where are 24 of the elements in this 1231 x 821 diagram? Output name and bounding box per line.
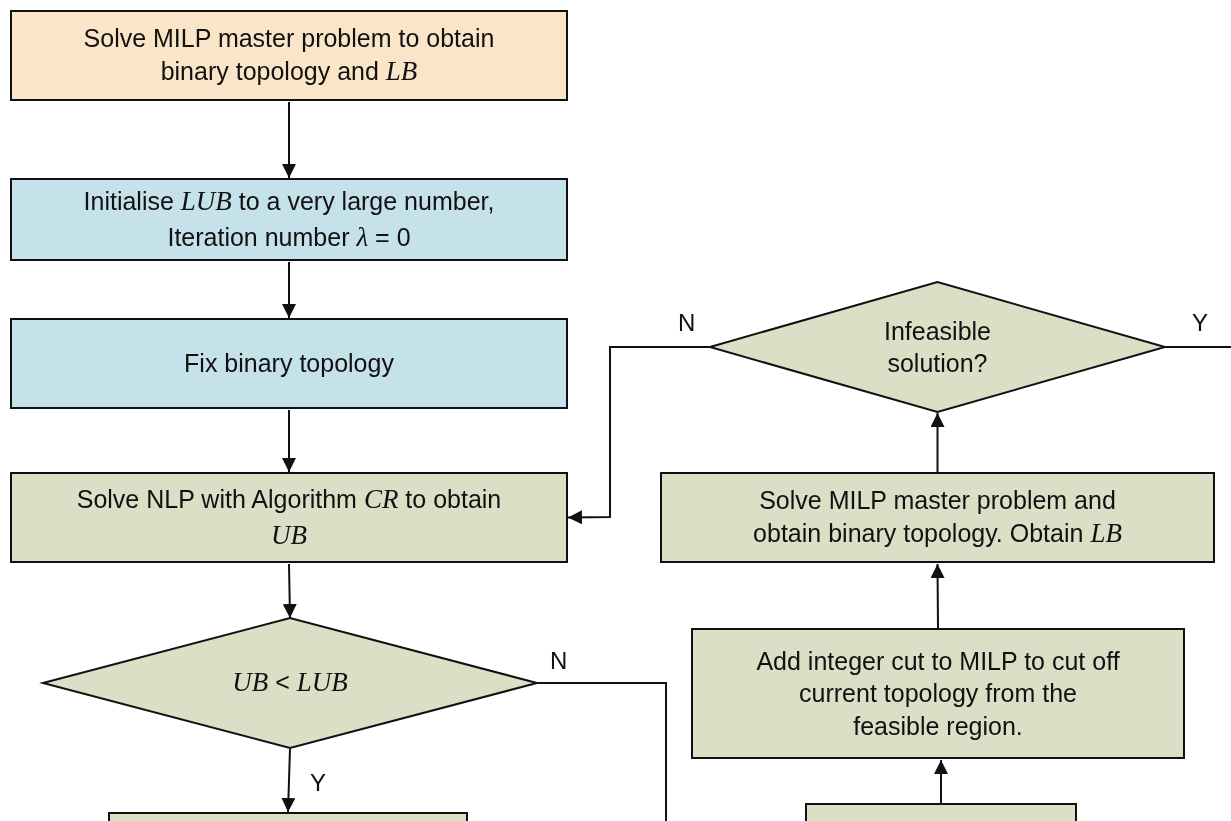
- arrow: [282, 261, 296, 319]
- arrow: [282, 101, 296, 179]
- box-text: Solve MILP master problem and obtain binary topology. Obtain LB: [752, 484, 1123, 551]
- box-text: Add integer cut to MILP to cut off current topology from the feasible region.: [755, 645, 1121, 742]
- arrow: [282, 563, 297, 619]
- process-box: [10, 178, 568, 261]
- decision-diamond: [710, 282, 1165, 412]
- arrow: [567, 346, 711, 525]
- box-text: Solve MILP master problem to obtain binary topology and LB: [82, 22, 496, 89]
- box-text: Solve NLP with Algorithm CR to obtain UB: [75, 483, 503, 552]
- box-text: Fix binary topology: [184, 348, 394, 380]
- box-text: Infeasible solution?: [883, 315, 992, 379]
- arrow: [930, 412, 945, 473]
- arrow: [930, 563, 945, 629]
- process-box: [660, 472, 1215, 563]
- arrow: [281, 748, 296, 813]
- process-box: [691, 628, 1185, 759]
- process-box: [10, 318, 568, 409]
- process-box: [10, 10, 568, 101]
- arrow: [282, 409, 296, 473]
- box-text: UB < LUB: [232, 666, 348, 700]
- arrow: [934, 759, 948, 804]
- process-box: [10, 472, 568, 563]
- box-text: Initialise LUB to a very large number, Iteration number λ = 0: [82, 185, 496, 254]
